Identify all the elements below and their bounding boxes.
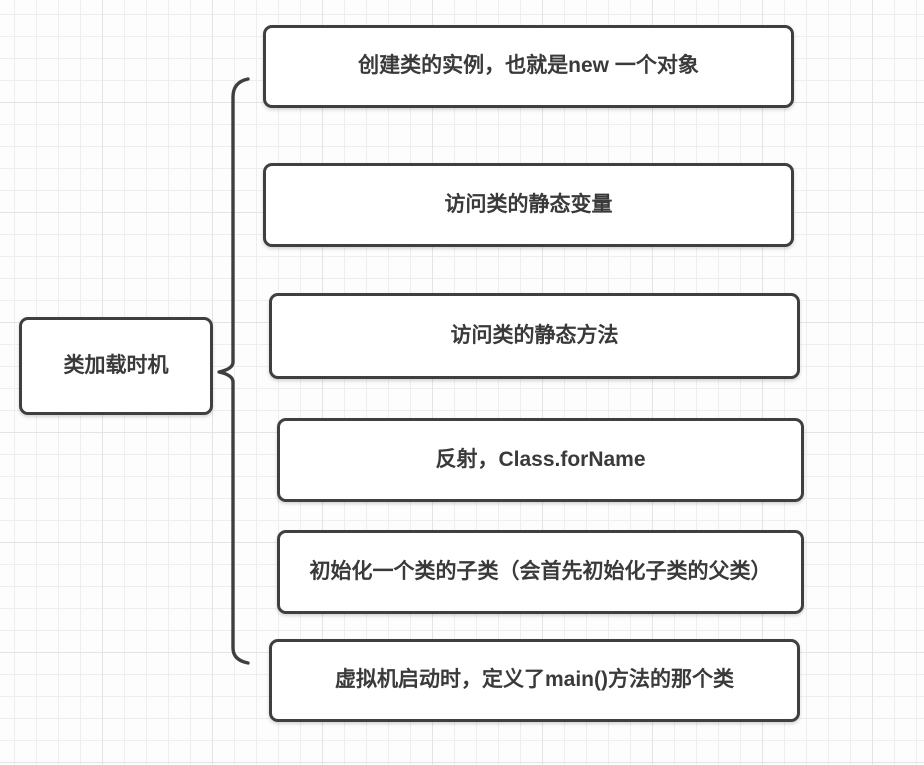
branch-node-subclass-init[interactable]: 初始化一个类的子类（会首先初始化子类的父类） xyxy=(277,530,804,614)
branch-node-label: 反射，Class.forName xyxy=(435,447,646,471)
branch-node-new-instance[interactable]: 创建类的实例，也就是new 一个对象 xyxy=(263,25,794,108)
branch-node-label: 创建类的实例，也就是new 一个对象 xyxy=(358,54,699,78)
branch-node-static-method[interactable]: 访问类的静态方法 xyxy=(269,293,800,379)
branch-node-label: 访问类的静态变量 xyxy=(444,192,613,216)
branch-node-reflection[interactable]: 反射，Class.forName xyxy=(277,418,804,502)
brace-connector-icon xyxy=(217,77,250,665)
branch-node-label: 虚拟机启动时，定义了main()方法的那个类 xyxy=(335,668,734,692)
branch-node-static-variable[interactable]: 访问类的静态变量 xyxy=(263,163,794,247)
branch-node-label: 初始化一个类的子类（会首先初始化子类的父类） xyxy=(309,559,772,583)
root-node-label: 类加载时机 xyxy=(63,353,169,377)
branch-node-main-class[interactable]: 虚拟机启动时，定义了main()方法的那个类 xyxy=(269,639,800,722)
root-node[interactable]: 类加载时机 xyxy=(19,317,213,415)
branch-node-label: 访问类的静态方法 xyxy=(450,323,619,347)
